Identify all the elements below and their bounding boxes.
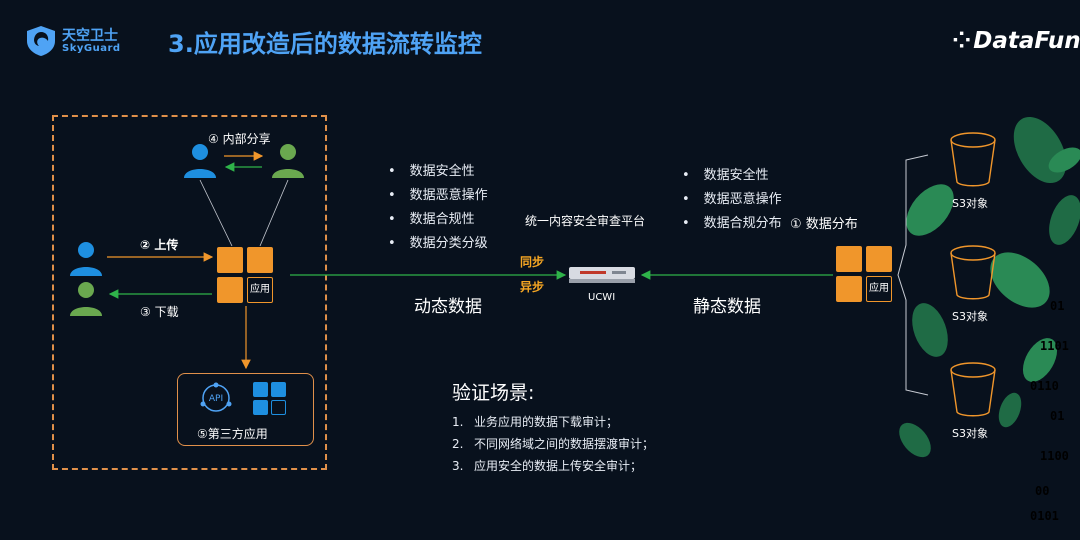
upload-label: ② 上传 [140,238,179,252]
list-item: 1. 业务应用的数据下载审计； [452,411,654,433]
list-text: 不同网络域之间的数据摆渡审计； [474,437,655,451]
app-tile [836,246,862,272]
page-title: 3.应用改造后的数据流转监控 [168,30,482,58]
leaf-decoration: 01 1101 0110 01 1100 00 0101 [899,116,1080,523]
app-grid-icon [253,382,287,416]
list-text: 业务应用的数据下载审计； [474,415,619,429]
grid-tile [271,400,286,415]
scenario-list: 1. 业务应用的数据下载审计； 2. 不同网络域之间的数据摆渡审计； 3. 应用安全的… [452,411,654,477]
internal-share-label: ④ 内部分享 [208,132,271,146]
svg-text:1101: 1101 [1040,339,1069,353]
api-icon: API [200,382,232,412]
static-risk-list: 数据安全性 数据恶意操作 数据合规分布 [682,164,782,236]
list-number: 2. [452,437,464,451]
bucket-icon [950,132,996,187]
svg-text:01: 01 [1050,299,1064,313]
skyguard-shield-icon [27,26,55,56]
scenario-title: 验证场景: [452,382,535,404]
bucket-icon [950,245,996,300]
app-tile [866,246,892,272]
s3-object-label: S3对象 [952,310,988,323]
api-text: API [209,394,223,404]
datafun-logo: ⁘DataFun. [952,28,1080,54]
datafun-logo-text: DataFun. [973,28,1080,54]
dynamic-risk-list: 数据安全性 数据恶意操作 数据合规性 数据分类分级 [388,160,488,256]
list-item: 数据恶意操作 [388,184,488,208]
user-blue-icon [70,242,102,276]
user-green-icon [70,282,102,316]
list-item: 3. 应用安全的数据上传安全审计； [452,455,654,477]
third-party-app-box [177,373,314,446]
app-tile [217,277,243,303]
dynamic-data-label: 动态数据 [414,297,482,317]
brand-name-cn: 天空卫士 [62,28,118,44]
app-tiles-icon: 应用 [836,246,896,306]
data-distribution-label: ① 数据分布 [790,217,858,232]
list-item: 数据合规性 [388,208,488,232]
grid-tile [253,382,268,397]
device-label: UCWI [588,292,616,303]
download-label: ③ 下载 [140,305,179,319]
list-item: 数据安全性 [682,164,782,188]
list-item: 2. 不同网络域之间的数据摆渡审计； [452,433,654,455]
list-number: 1. [452,415,464,429]
app-tile [836,276,862,302]
async-label: 异步 [520,280,545,294]
sync-label: 同步 [520,255,545,269]
grid-tile [253,400,268,415]
user-green-icon [272,144,304,178]
svg-text:0110: 0110 [1030,379,1059,393]
s3-object-label: S3对象 [952,427,988,440]
list-item: 数据恶意操作 [682,188,782,212]
device-icon [569,267,635,283]
static-data-label: 静态数据 [693,297,761,317]
svg-text:01: 01 [1050,409,1064,423]
app-tiles-icon: 应用 [217,247,277,307]
platform-name: 统一内容安全审查平台 [525,214,646,228]
bucket-icon [950,362,996,417]
app-tile-label: 应用 [247,277,273,303]
list-item: 数据分类分级 [388,232,488,256]
svg-text:0101: 0101 [1030,509,1059,523]
svg-text:1100: 1100 [1040,449,1069,463]
list-number: 3. [452,459,464,473]
s3-object-label: S3对象 [952,197,988,210]
datafun-mark-icon: ⁘ [952,28,972,54]
list-item: 数据安全性 [388,160,488,184]
app-tile [247,247,273,273]
app-tile [217,247,243,273]
svg-text:00: 00 [1035,484,1049,498]
internal-zone [52,115,327,470]
list-item: 数据合规分布 [682,212,782,236]
third-party-label: ⑤第三方应用 [197,427,268,441]
list-text: 应用安全的数据上传安全审计； [474,459,643,473]
grid-tile [271,382,286,397]
app-tile-label: 应用 [866,276,892,302]
user-blue-icon [184,144,216,178]
brand-name-en: SkyGuard [62,43,121,54]
